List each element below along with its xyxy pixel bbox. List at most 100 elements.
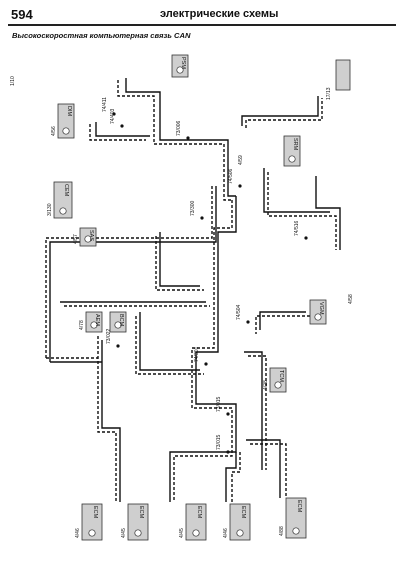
connector-code-label: 4/46 bbox=[223, 528, 229, 538]
module-ecm-label: ECM bbox=[240, 506, 246, 519]
page-number: 594 bbox=[11, 7, 33, 22]
diagnostic-connector-body bbox=[335, 59, 351, 91]
module-ground-symbol-icon bbox=[176, 66, 184, 74]
wires bbox=[45, 78, 341, 502]
splice-label: 74/516 bbox=[294, 220, 300, 236]
connector-code-label: 4/46 bbox=[75, 528, 81, 538]
splice-label: 74/411 bbox=[102, 97, 108, 112]
chapter-title: электрические схемы bbox=[160, 8, 279, 20]
module-ecm-body bbox=[229, 503, 251, 541]
connector-code-label: 4/45 bbox=[179, 528, 185, 538]
connector-code-label: 3/130 bbox=[47, 203, 53, 216]
module-sas-label: SAS bbox=[88, 230, 94, 241]
module-srm-label: SRM bbox=[292, 138, 298, 151]
splice-label: 73/006 bbox=[176, 120, 182, 136]
can-wire-37 bbox=[135, 316, 204, 375]
module-ground-symbol-icon bbox=[236, 529, 244, 537]
can-wire-22 bbox=[231, 452, 241, 502]
module-ecm-label: ECM bbox=[196, 506, 202, 519]
module-psm-body bbox=[171, 54, 189, 78]
can-wire-17 bbox=[195, 386, 237, 436]
module-cem-body bbox=[53, 181, 73, 219]
can-wire-40 bbox=[259, 311, 306, 330]
splice-label: 74/504 bbox=[236, 304, 242, 320]
can-wire-23 bbox=[246, 439, 281, 498]
module-ecm-body bbox=[285, 497, 307, 539]
module-ecm-body bbox=[185, 503, 207, 541]
can-wire-39 bbox=[155, 236, 204, 291]
can-wire-6 bbox=[204, 143, 232, 201]
connector-code-label: 4/28 bbox=[263, 380, 269, 390]
can-wire-30 bbox=[330, 207, 341, 250]
diagram-title: Высокоскоростная компьютерная связь CAN bbox=[12, 31, 191, 40]
splice-point bbox=[186, 136, 190, 140]
module-ground-symbol-icon bbox=[134, 529, 142, 537]
can-wire-33 bbox=[245, 98, 323, 128]
can-wire-10 bbox=[49, 186, 217, 362]
can-wire-36 bbox=[139, 312, 200, 371]
splice-label: 74/301 bbox=[194, 346, 200, 362]
can-wire-29 bbox=[315, 176, 330, 209]
connector-code-label: 4/59 bbox=[238, 155, 244, 165]
module-ground-symbol-icon bbox=[88, 529, 96, 537]
can-wire-19 bbox=[169, 436, 237, 502]
module-ground-symbol-icon bbox=[90, 321, 98, 329]
module-ground-symbol-icon bbox=[292, 527, 300, 535]
module-ecm-body bbox=[81, 503, 103, 541]
splice-point bbox=[238, 184, 242, 188]
module-ground-symbol-icon bbox=[114, 321, 122, 329]
can-wire-8 bbox=[213, 200, 233, 262]
can-wire-26 bbox=[248, 355, 267, 470]
module-ground-symbol-icon bbox=[59, 207, 67, 215]
module-ground-symbol-icon bbox=[288, 155, 296, 163]
can-wire-32 bbox=[241, 96, 319, 126]
splice-point bbox=[226, 412, 230, 416]
splice-point bbox=[112, 112, 116, 116]
module-cem-label: CEM bbox=[63, 184, 69, 197]
module-ground-symbol-icon bbox=[314, 313, 322, 321]
splice-point bbox=[246, 320, 250, 324]
can-wire-1 bbox=[125, 78, 200, 141]
can-wire-20 bbox=[173, 440, 233, 502]
diagnostic-connector-label: 17/13 bbox=[326, 87, 332, 100]
splice-label: 73/300 bbox=[190, 200, 196, 216]
can-wire-5 bbox=[200, 139, 236, 197]
module-ecm-label: ECM bbox=[138, 506, 144, 519]
module-vgm-body bbox=[309, 299, 327, 325]
can-wire-7 bbox=[217, 196, 237, 262]
page-header: 594 электрические схемы bbox=[0, 0, 403, 26]
splice-point bbox=[304, 236, 308, 240]
can-wire-38 bbox=[159, 232, 200, 287]
can-wire-12 bbox=[191, 262, 215, 390]
can-wire-28 bbox=[267, 172, 334, 217]
connector-code-label: 4/45 bbox=[121, 528, 127, 538]
module-aem-label: AEM bbox=[94, 314, 100, 326]
can-wire-41 bbox=[255, 315, 310, 334]
splice-label: 73/015 bbox=[216, 396, 222, 412]
module-ground-symbol-icon bbox=[192, 529, 200, 537]
splice-point bbox=[116, 344, 120, 348]
splice-point bbox=[204, 362, 208, 366]
can-wire-15 bbox=[101, 340, 121, 502]
module-ground-symbol-icon bbox=[62, 127, 70, 135]
splice-point bbox=[120, 124, 124, 128]
module-dim-label: DIM bbox=[66, 106, 72, 117]
connector-code-label: 4/58 bbox=[348, 294, 354, 304]
module-psm-label: PSM bbox=[180, 57, 186, 69]
module-bcm-label: BCM bbox=[118, 314, 124, 327]
connector-code-label: 4/88 bbox=[279, 526, 285, 536]
splice-label: 73/015 bbox=[216, 434, 222, 450]
module-ecm-label: ECM bbox=[296, 500, 302, 513]
can-wire-2 bbox=[117, 80, 204, 145]
connector-code-label: 4/57 bbox=[73, 234, 79, 244]
header-rule bbox=[8, 24, 396, 26]
can-wire-31 bbox=[334, 215, 337, 250]
module-dim-body bbox=[57, 103, 75, 139]
splice-point bbox=[226, 450, 230, 454]
connector-code-label: 4/78 bbox=[79, 320, 85, 330]
can-wire-9 bbox=[45, 186, 213, 358]
can-wire-21 bbox=[225, 452, 237, 502]
module-tcm-label: TCM bbox=[278, 370, 284, 382]
